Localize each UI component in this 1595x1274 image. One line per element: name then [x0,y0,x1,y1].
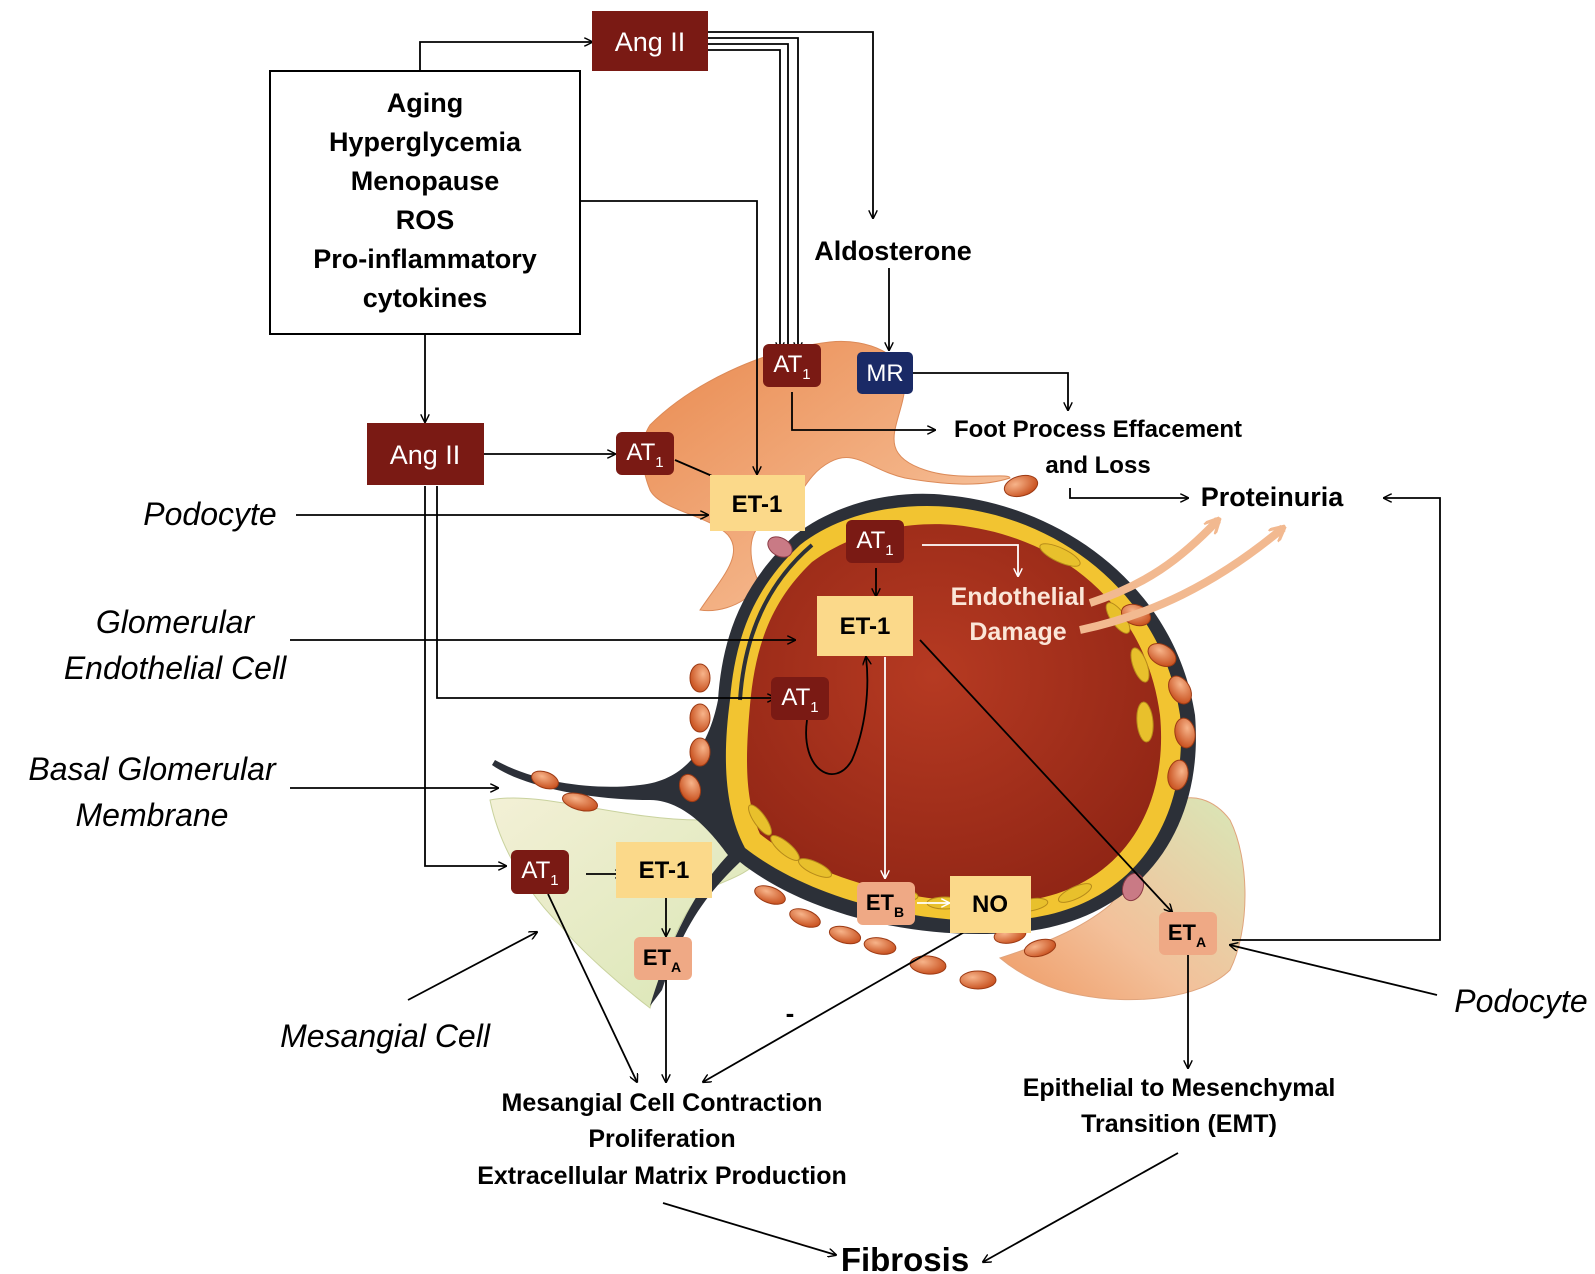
svg-text:Epithelial to Mesenchymal: Epithelial to Mesenchymal [1023,1074,1336,1102]
ang-ii-top-box: Ang II [592,11,708,71]
protein-leak-arrows [1079,520,1283,634]
svg-text:MR: MR [866,360,903,387]
svg-text:ETB: ETB [866,890,904,920]
risk-factors-box: Aging Hyperglycemia Menopause ROS Pro-in… [269,70,581,335]
svg-text:AT1: AT1 [781,684,818,716]
svg-text:Mesangial Cell Contraction: Mesangial Cell Contraction [502,1089,823,1117]
svg-text:Foot Process Effacement: Foot Process Effacement [954,416,1242,443]
etb-receptor-endothelial: ETB [857,882,915,925]
at1-receptor-top: AT1 [763,344,821,387]
svg-text:Proliferation: Proliferation [588,1125,735,1153]
basal-membrane-label-line1: Basal Glomerular [28,751,277,787]
svg-text:ETA: ETA [1168,920,1206,950]
proteinuria-label: Proteinuria [1201,482,1345,512]
podocyte-left-label: Podocyte [143,496,276,532]
foot-process-effacement-label: Foot Process Effacement and Loss [954,416,1242,479]
glomerular-endothelial-label-line2: Endothelial Cell [64,650,287,686]
svg-text:AT1: AT1 [626,439,663,471]
svg-text:Endothelial: Endothelial [951,583,1086,611]
eta-receptor-mesangial: ETA [634,937,692,980]
glomerular-endothelial-label-line1: Glomerular [96,604,256,640]
et1-podocyte-box: ET-1 [710,475,805,531]
ang-ii-lower-box: Ang II [367,423,484,485]
mr-receptor-box: MR [857,352,913,394]
svg-text:AT1: AT1 [856,527,893,559]
svg-text:AT1: AT1 [521,857,558,889]
et1-endothelial-box: ET-1 [817,596,913,656]
svg-text:ET-1: ET-1 [840,613,891,640]
risk-factor-hyperglycemia: Hyperglycemia [329,127,522,157]
pathway-connectors [290,31,1441,1262]
aldosterone-label: Aldosterone [814,236,972,266]
endothelial-damage-label: Endothelial Damage [951,583,1086,646]
svg-text:and Loss: and Loss [1045,452,1150,479]
mesangial-cell-label: Mesangial Cell [280,1018,491,1054]
emt-label: Epithelial to Mesenchymal Transition (EM… [1023,1074,1336,1138]
svg-text:Transition (EMT): Transition (EMT) [1081,1110,1277,1138]
svg-text:AT1: AT1 [773,351,810,383]
at1-receptor-endothelial: AT1 [771,677,829,720]
svg-text:ET-1: ET-1 [639,857,690,884]
risk-factor-menopause: Menopause [351,166,500,196]
no-box: NO [950,876,1031,933]
intravascular-connectors [885,544,1018,903]
svg-text:Ang II: Ang II [615,27,686,57]
podocyte-right-label: Podocyte [1454,983,1587,1019]
eta-receptor-podocyte: ETA [1159,912,1217,955]
at1-receptor-mesangial: AT1 [511,850,569,894]
inhibition-sign: - [786,998,795,1028]
red-blood-cells [531,474,1196,990]
risk-factor-proinflammatory: Pro-inflammatory [313,244,537,274]
svg-text:NO: NO [972,891,1008,918]
fibrosis-label: Fibrosis [841,1241,969,1274]
risk-factor-cytokines: cytokines [363,283,488,313]
risk-factor-aging: Aging [387,88,463,118]
mesangial-effects-label: Mesangial Cell Contraction Proliferation… [477,1089,847,1190]
svg-text:Extracellular Matrix Productio: Extracellular Matrix Production [477,1162,847,1190]
at1-receptor-podocyte: AT1 [616,432,674,475]
svg-text:Damage: Damage [969,618,1066,646]
et1-mesangial-box: ET-1 [616,842,712,898]
svg-text:ET-1: ET-1 [732,491,783,518]
svg-text:ETA: ETA [643,945,681,975]
risk-factor-ros: ROS [396,205,455,235]
at1-receptor-endothelial-top: AT1 [846,520,904,563]
basal-membrane-label-line2: Membrane [76,797,229,833]
svg-text:Ang II: Ang II [390,440,461,470]
